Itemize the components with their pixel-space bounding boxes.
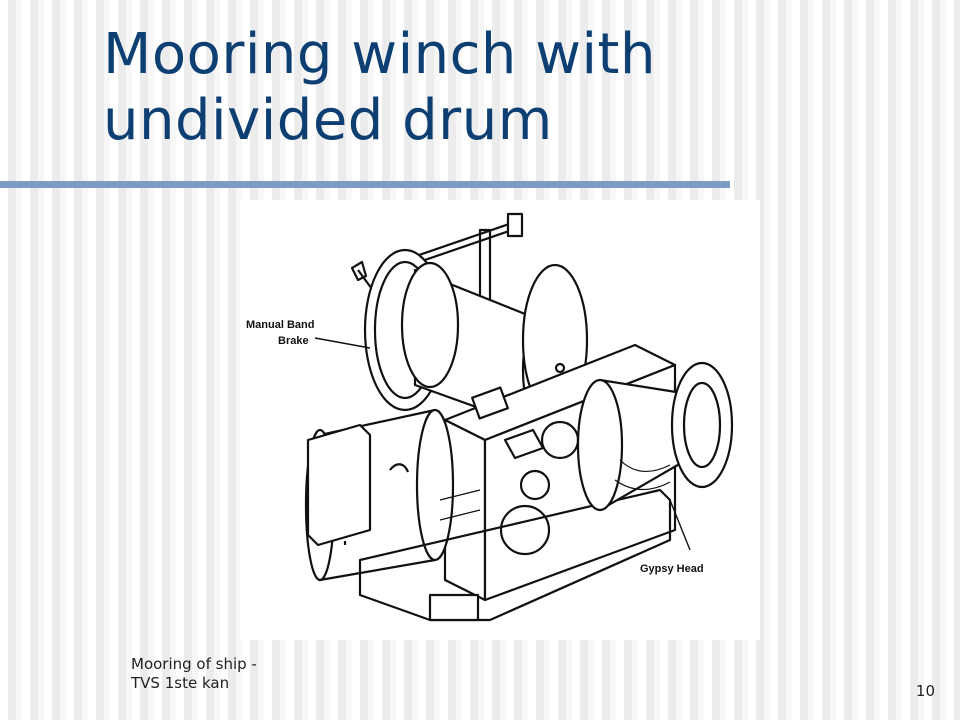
label-manual-band: Manual Band [246, 319, 314, 331]
base-frame [358, 488, 672, 622]
winch-drawing: Manual Band Brake Gypsy Head [246, 212, 734, 622]
footer-text: Mooring of ship - TVS 1ste kan [131, 655, 331, 693]
gypsy-label-leader [669, 499, 691, 551]
gypsy-head-flange [670, 361, 734, 489]
brake-spindle-handle [506, 212, 524, 238]
label-brake: Brake [278, 335, 309, 347]
page-number: 10 [915, 682, 935, 700]
winch-illustration: Manual Band Brake Gypsy Head [240, 200, 760, 640]
footer-line-2: TVS 1ste kan [131, 674, 230, 692]
label-gypsy-head: Gypsy Head [640, 563, 704, 575]
slide-title: Mooring winch with undivided drum [103, 22, 657, 153]
footer-line-1: Mooring of ship - [131, 655, 257, 673]
title-underline [0, 181, 730, 188]
brake-label-leader [314, 337, 371, 349]
brake-lever-handle [350, 260, 368, 282]
